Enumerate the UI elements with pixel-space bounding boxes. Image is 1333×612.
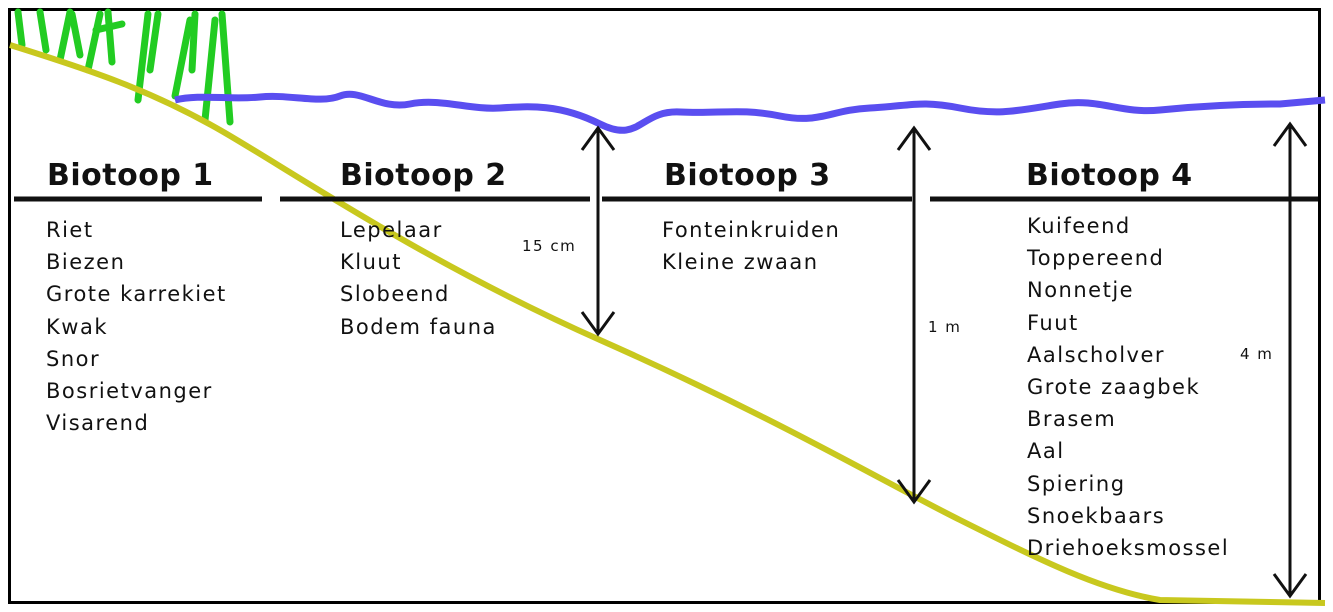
species-item: Bosrietvanger bbox=[46, 378, 213, 403]
reed-stem bbox=[56, 8, 74, 64]
biotoop-3-species-list: Fonteinkruiden Kleine zwaan bbox=[662, 214, 840, 278]
reed-plants bbox=[14, 8, 234, 126]
depth-arrow-15cm bbox=[580, 125, 616, 337]
species-item: Grote karrekiet bbox=[46, 282, 227, 307]
species-item: Grote zaagbek bbox=[1027, 374, 1201, 399]
reed-stem bbox=[201, 16, 219, 124]
biotoop-4-heading: Biotoop 4 bbox=[1026, 158, 1193, 193]
depth-label-4m: 4 m bbox=[1240, 345, 1274, 363]
reed-stem bbox=[36, 8, 50, 54]
depth-label-15cm: 15 cm bbox=[522, 237, 577, 255]
reed-stem bbox=[14, 8, 26, 49]
species-item: Bodem fauna bbox=[340, 314, 497, 339]
species-item: Lepelaar bbox=[340, 218, 443, 242]
depth-arrow-4m bbox=[1272, 121, 1308, 599]
species-item: Aal bbox=[1027, 439, 1065, 464]
species-item: Aalscholver bbox=[1027, 342, 1166, 367]
reed-stem bbox=[218, 10, 234, 126]
biotoop-4-species-list: Kuifeend Toppereend Nonnetje Fuut Aalsch… bbox=[1027, 210, 1229, 564]
reed-stem bbox=[146, 10, 162, 74]
depth-arrow-1m bbox=[896, 125, 932, 505]
biotoop-1-species-list: Riet Biezen Grote karrekiet Kwak Snor Bo… bbox=[46, 214, 227, 439]
species-item: Snor bbox=[46, 346, 101, 371]
reed-stem bbox=[92, 20, 126, 34]
species-item: Riet bbox=[46, 218, 94, 242]
species-item: Nonnetje bbox=[1027, 278, 1135, 303]
species-item: Biezen bbox=[46, 250, 126, 275]
reed-stem bbox=[134, 10, 152, 104]
reed-stem bbox=[68, 10, 84, 59]
reed-stem bbox=[104, 8, 116, 66]
species-item: Fuut bbox=[1027, 310, 1079, 335]
species-item: Kluut bbox=[340, 250, 402, 275]
species-item: Kuifeend bbox=[1027, 214, 1131, 238]
species-item: Snoekbaars bbox=[1027, 503, 1166, 528]
biotoop-1-heading: Biotoop 1 bbox=[47, 158, 214, 193]
depth-arrows bbox=[580, 121, 1308, 599]
depth-label-1m: 1 m bbox=[928, 318, 962, 336]
species-item: Fonteinkruiden bbox=[662, 218, 841, 242]
species-item: Visarend bbox=[46, 411, 150, 436]
species-item: Kleine zwaan bbox=[662, 250, 819, 275]
species-item: Brasem bbox=[1027, 407, 1117, 432]
biotoop-2-heading: Biotoop 2 bbox=[340, 158, 507, 193]
species-item: Slobeend bbox=[340, 282, 450, 307]
water-surface-line bbox=[174, 90, 1326, 134]
biotoop-2-species-list: Lepelaar Kluut Slobeend Bodem fauna bbox=[340, 214, 497, 343]
species-item: Toppereend bbox=[1027, 246, 1165, 271]
reed-stem bbox=[171, 16, 194, 100]
diagram-frame bbox=[8, 8, 1321, 604]
species-item: Spiering bbox=[1027, 471, 1126, 496]
species-item: Kwak bbox=[46, 314, 108, 339]
reed-stem bbox=[84, 10, 104, 74]
biotoop-3-heading: Biotoop 3 bbox=[664, 158, 831, 193]
ground-slope-line bbox=[9, 42, 1326, 606]
reed-stem bbox=[188, 10, 199, 74]
species-item: Driehoeksmossel bbox=[1027, 535, 1230, 560]
